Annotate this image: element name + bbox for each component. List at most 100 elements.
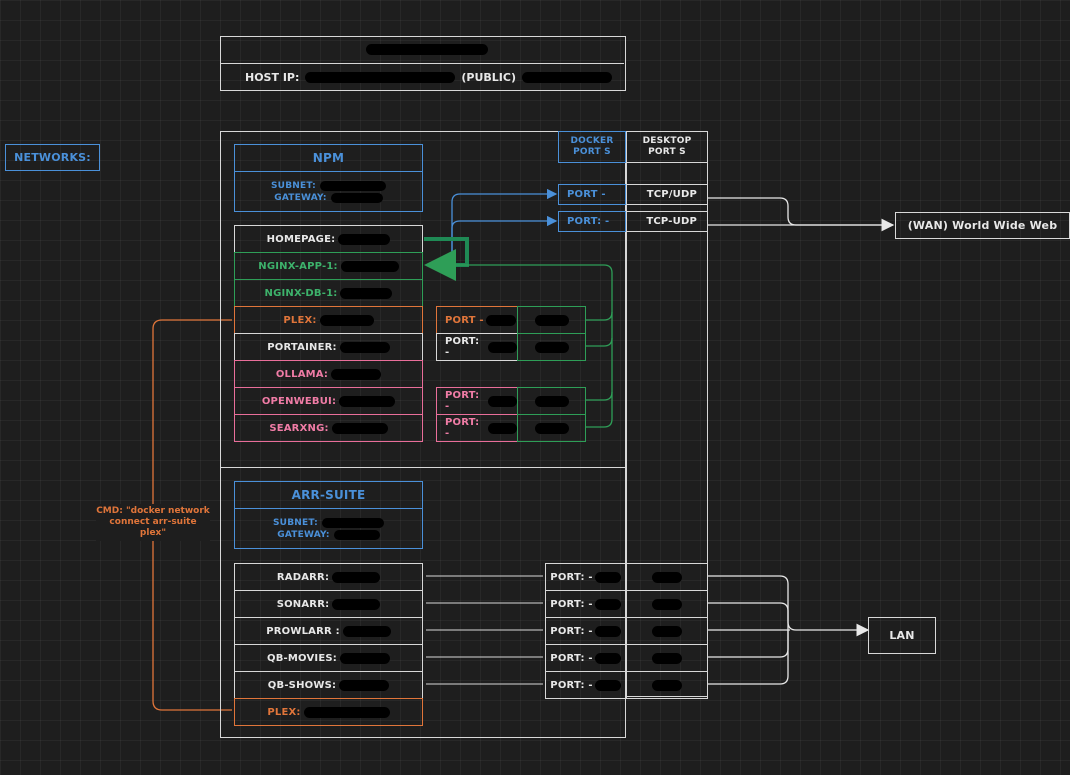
redacted-container-ip: [339, 679, 390, 691]
npm-proxy-port-cell: [517, 306, 586, 334]
nginx-proxy-bracket-connector: [430, 264, 613, 321]
redacted-npm-subnet: [319, 180, 386, 191]
redacted-container-ip: [332, 598, 381, 610]
nginx-to-wan-port-1-connector: [451, 188, 558, 258]
searxng-proxy-connector: [585, 392, 613, 428]
redacted-container-ip: [331, 422, 388, 434]
desktop-ports-header: DESKTOP PORT S: [626, 131, 708, 163]
wan-docker-port-2: PORT: -: [558, 211, 626, 232]
host-ip-label: HOST IP:: [245, 71, 300, 84]
redacted-host-ip: [305, 72, 456, 83]
network-divider: [220, 467, 626, 468]
arr-desktop-port-cell: [626, 590, 708, 618]
arr-docker-port-label: PORT: -: [550, 679, 593, 691]
npm-container-label: PORTAINER:: [267, 341, 337, 353]
arr-container-label: QB-SHOWS:: [267, 679, 337, 691]
npm-container-row: NGINX-APP-1:: [234, 252, 423, 280]
arr-network-title: ARR-SUITE: [234, 481, 423, 509]
redacted-container-ip: [339, 652, 390, 664]
redacted-public-ip: [521, 72, 612, 83]
redacted-proxy-port: [534, 314, 569, 326]
docker-connect-command-label: CMD: "docker network connect arr-suite p…: [96, 504, 210, 541]
npm-network-info: SUBNET: GATEWAY:: [234, 171, 423, 212]
wan-desktop-port-2: TCP-UDP: [626, 211, 708, 232]
arr-container-row: QB-MOVIES:: [234, 644, 423, 672]
docker-ports-header: DOCKER PORT S: [558, 131, 626, 163]
npm-container-label: NGINX-DB-1:: [264, 287, 338, 299]
arr-docker-port-cell: PORT: -: [545, 671, 626, 699]
redacted-container-ip: [340, 260, 399, 272]
redacted-container-ip: [339, 341, 390, 353]
redacted-desktop-port: [652, 679, 682, 691]
npm-container-label: HOMEPAGE:: [266, 233, 336, 245]
redacted-container-ip: [319, 314, 374, 326]
npm-container-label: SEARXNG:: [269, 422, 329, 434]
redacted-npm-gateway: [330, 192, 383, 203]
redacted-desktop-port: [652, 571, 682, 583]
wan-desktop-port-2-label: TCP-UDP: [646, 216, 697, 227]
arr-desktop-port-cell: [626, 563, 708, 591]
arr-container-row: PLEX:: [234, 698, 423, 726]
npm-docker-port-label: PORT: -: [445, 336, 480, 358]
npm-proxy-port-cell: [517, 333, 586, 361]
redacted-port: [487, 422, 517, 434]
public-label: (PUBLIC): [461, 71, 516, 84]
npm-docker-port-label: PORT -: [445, 314, 484, 326]
redacted-container-ip: [331, 368, 382, 380]
npm-proxy-port-cell: [517, 387, 586, 415]
redacted-port: [594, 598, 621, 610]
arr-container-row: QB-SHOWS:: [234, 671, 423, 699]
host-header-box: HOST IP: (PUBLIC): [220, 36, 626, 91]
arr-container-row: PROWLARR :: [234, 617, 423, 645]
npm-container-label: PLEX:: [283, 314, 317, 326]
arr-container-label: PROWLARR :: [266, 625, 340, 637]
redacted-port: [594, 625, 621, 637]
npm-container-row: HOMEPAGE:: [234, 225, 423, 253]
redacted-port: [594, 652, 621, 664]
arr-docker-port-cell: PORT: -: [545, 563, 626, 591]
redacted-port: [485, 314, 516, 326]
arr-container-label: SONARR:: [276, 598, 330, 610]
networks-container: [220, 131, 626, 738]
wan-connector: [708, 197, 895, 232]
redacted-arr-subnet: [321, 517, 384, 528]
redacted-container-ip: [332, 571, 381, 583]
arr-docker-port-label: PORT: -: [550, 571, 593, 583]
arr-network-info: SUBNET: GATEWAY:: [234, 508, 423, 549]
lan-connector: [708, 575, 870, 637]
npm-proxy-port-cell: [517, 414, 586, 442]
redacted-container-ip: [342, 625, 391, 637]
arr-container-label: PLEX:: [267, 706, 301, 718]
arr-docker-port-cell: PORT: -: [545, 617, 626, 645]
npm-subnet-label: SUBNET:: [271, 180, 316, 191]
redacted-container-ip: [340, 287, 393, 299]
npm-docker-port-cell: PORT: -: [436, 333, 518, 361]
redacted-proxy-port: [534, 422, 569, 434]
npm-container-row: PLEX:: [234, 306, 423, 334]
redacted-port: [487, 341, 517, 353]
npm-docker-port-cell: PORT -: [436, 306, 518, 334]
redacted-container-ip: [338, 233, 391, 245]
lan-box: LAN: [868, 617, 936, 654]
arr-docker-port-label: PORT: -: [550, 598, 593, 610]
arr-docker-port-label: PORT: -: [550, 625, 593, 637]
arr-gateway-label: GATEWAY:: [277, 529, 330, 540]
redacted-hostname: [366, 44, 488, 55]
arr-container-label: QB-MOVIES:: [267, 652, 337, 664]
arr-container-row: SONARR:: [234, 590, 423, 618]
redacted-desktop-port: [652, 652, 682, 664]
redacted-port: [487, 395, 517, 407]
redacted-desktop-port: [652, 625, 682, 637]
wan-desktop-port-1: TCP/UDP: [626, 184, 708, 205]
networks-label: NETWORKS:: [5, 144, 100, 171]
arr-desktop-port-cell: [626, 671, 708, 699]
redacted-container-ip: [303, 706, 390, 718]
redacted-desktop-port: [652, 598, 682, 610]
npm-docker-port-cell: PORT: -: [436, 414, 518, 442]
npm-container-label: NGINX-APP-1:: [258, 260, 338, 272]
redacted-port: [594, 679, 621, 691]
redacted-proxy-port: [534, 341, 569, 353]
npm-container-row: SEARXNG:: [234, 414, 423, 442]
wan-docker-port-1: PORT -: [558, 184, 626, 205]
